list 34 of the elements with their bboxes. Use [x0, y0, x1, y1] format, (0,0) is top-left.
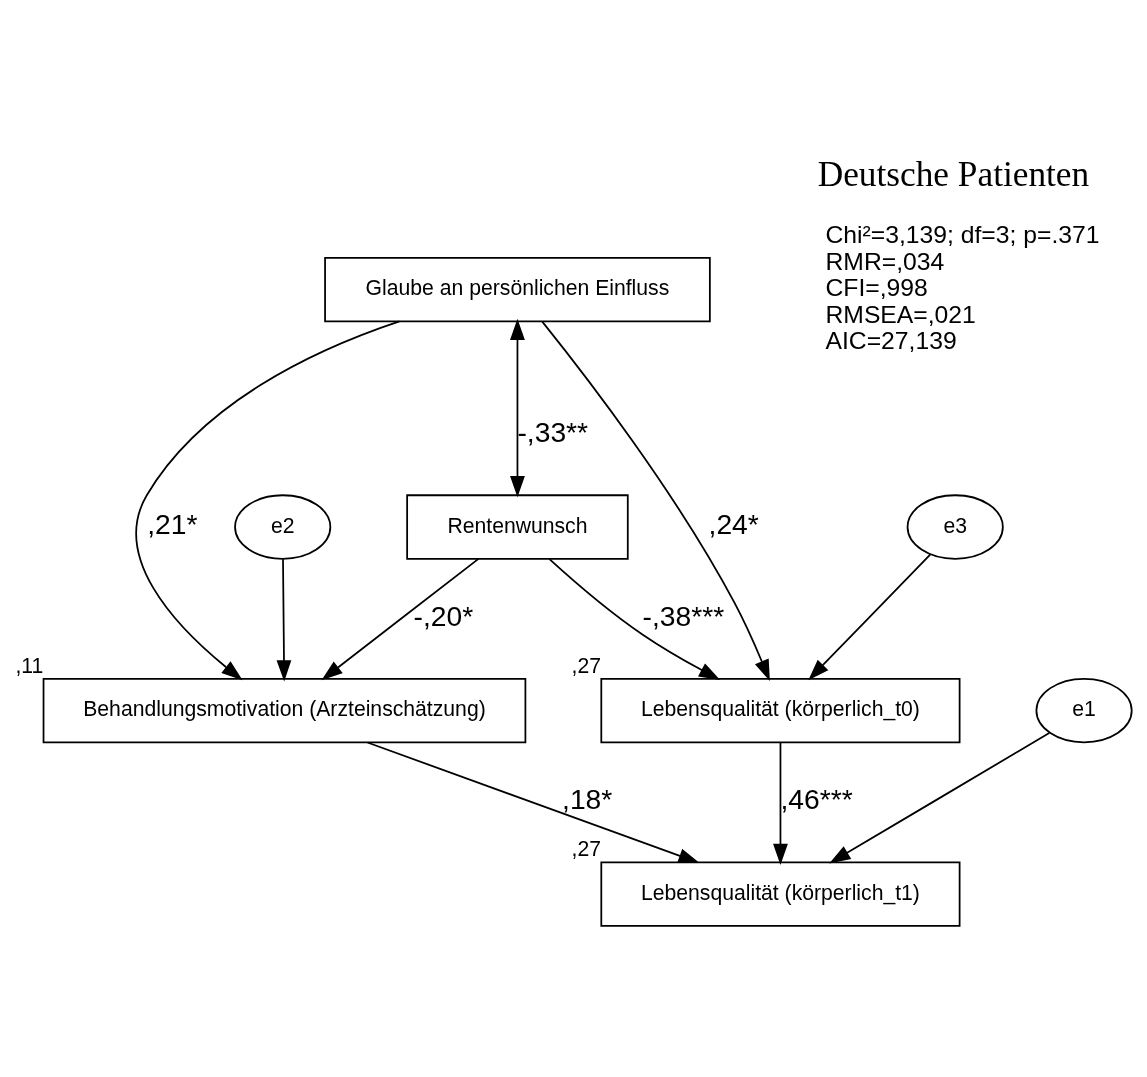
node-label: ,27: [571, 653, 602, 677]
edge-label: -,20*: [413, 599, 474, 632]
label: RMSEA=,021: [825, 300, 976, 328]
arrow: [510, 318, 525, 498]
node-box: Behandlungsmotivation (Arzteinschätzung): [42, 677, 527, 744]
arrow: [773, 742, 788, 865]
node-box: Glaube an persönlichen Einfluss: [324, 256, 711, 323]
edge-label: ,18*: [562, 783, 613, 816]
node-ellipse: e1: [1035, 677, 1133, 744]
edge-label: ,46***: [780, 783, 853, 816]
edge-label: -,38***: [642, 599, 725, 632]
diagram-title: Deutsche Patienten: [817, 155, 1090, 195]
arrow: [548, 558, 721, 680]
node-label: ,11: [15, 653, 44, 677]
node-box: Rentenwunsch: [406, 494, 629, 560]
node-box: Lebensqualität (körperlich_t0): [600, 677, 961, 744]
label: RMR=,034: [825, 247, 945, 275]
edge-label: ,21*: [147, 507, 198, 540]
label: CFI=,998: [825, 274, 928, 302]
arrow: [276, 558, 292, 682]
edge-label: ,24*: [708, 507, 759, 540]
arrow: [808, 553, 932, 681]
arrow: [321, 558, 480, 681]
node-box: Lebensqualität (körperlich_t1): [600, 861, 961, 927]
arrow: [366, 741, 700, 864]
node-ellipse: e3: [906, 494, 1004, 560]
label: AIC=27,139: [825, 327, 957, 355]
node-ellipse: e2: [234, 494, 332, 560]
arrow: [541, 320, 770, 682]
node-label: ,27: [571, 837, 602, 861]
edge-label: -,33**: [517, 415, 589, 448]
arrow: [135, 320, 401, 681]
arrow: [829, 732, 1051, 864]
label: Chi²=3,139; df=3; p=.371: [825, 221, 1100, 249]
